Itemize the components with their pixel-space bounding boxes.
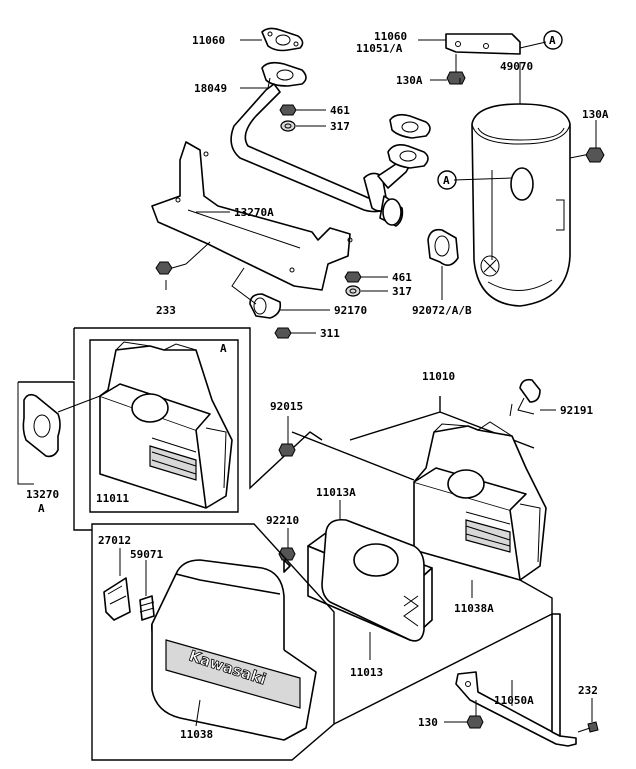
- nut-317-mid: [345, 285, 361, 297]
- label-11013: 11013: [350, 666, 383, 679]
- label-317-mid: 317: [392, 285, 412, 298]
- ref-marker-a-top: [543, 30, 563, 50]
- label-11051: 11051/A: [356, 42, 403, 55]
- clip-27012: [103, 577, 131, 621]
- label-92191: 92191: [560, 404, 593, 417]
- label-18049: 18049: [194, 82, 227, 95]
- muffler-49070: [471, 103, 571, 307]
- label-92015: 92015: [270, 400, 303, 413]
- part-labels: 11060 11060 11051/A 49070 130A 130A 1804…: [26, 30, 609, 741]
- ref-marker-a-mid: [437, 170, 457, 190]
- nut-317-top: [280, 120, 296, 132]
- nut-311: [274, 327, 292, 339]
- frame-lower: [91, 523, 553, 761]
- label-13270: 13270: [26, 488, 59, 501]
- label-130: 130: [418, 716, 438, 729]
- nut-461-top: [279, 104, 297, 116]
- bolt-130a-top: [446, 54, 466, 85]
- leader-lines-top: [165, 39, 597, 334]
- label-59071: 59071: [130, 548, 163, 561]
- leader-lines-lower: [119, 403, 513, 727]
- nut-461-mid: [344, 271, 362, 283]
- clamp-92170: [249, 293, 282, 319]
- label-a-mid: A: [443, 174, 450, 187]
- label-11010: 11010: [422, 370, 455, 383]
- label-a-box: A: [220, 342, 227, 355]
- label-232: 232: [578, 684, 598, 697]
- label-233: 233: [156, 304, 176, 317]
- spring-59071: [139, 595, 155, 621]
- label-311: 311: [320, 327, 340, 340]
- clip-92191: [517, 378, 556, 415]
- bolt-130: [444, 700, 484, 729]
- label-11050a: 11050A: [494, 694, 534, 707]
- label-a-13270: A: [38, 502, 45, 515]
- label-92210: 92210: [266, 514, 299, 527]
- cover-11038: Kawasaki: [151, 559, 317, 741]
- heat-shield-13270a: [151, 141, 353, 291]
- exhaust-pipe-18049: [230, 61, 429, 227]
- label-49070: 49070: [500, 60, 533, 73]
- gasket-13270: [17, 381, 101, 485]
- screw-232: [577, 698, 599, 733]
- label-a-top: A: [549, 34, 556, 47]
- gasket-11060-right: [389, 113, 431, 139]
- bracket-11051: [445, 33, 521, 55]
- label-13270a: 13270A: [234, 206, 274, 219]
- label-317-top: 317: [330, 120, 350, 133]
- label-27012: 27012: [98, 534, 131, 547]
- clamp-92072: [427, 228, 459, 266]
- label-130a-top: 130A: [396, 74, 423, 87]
- label-11013a: 11013A: [316, 486, 356, 499]
- label-92170: 92170: [334, 304, 367, 317]
- label-461-top: 461: [330, 104, 350, 117]
- label-11060-right: 11060: [374, 30, 407, 43]
- bolt-233: [155, 261, 187, 275]
- pre-filter-11013a: [321, 500, 425, 642]
- nut-92015: [278, 416, 296, 457]
- label-11011: 11011: [96, 492, 129, 505]
- air-cleaner-base-11010: [291, 396, 547, 581]
- label-92072: 92072/A/B: [412, 304, 472, 317]
- bolt-130a-right: [569, 147, 605, 163]
- air-cleaner-base-11011: [99, 341, 233, 509]
- frame-left: [73, 327, 323, 531]
- label-11060-top: 11060: [192, 34, 225, 47]
- bracket-11050a: [455, 613, 577, 747]
- label-11038: 11038: [180, 728, 213, 741]
- wing-nut-92210: [278, 528, 296, 573]
- gasket-11060: [261, 27, 304, 52]
- label-461-mid: 461: [392, 271, 412, 284]
- label-11038a: 11038A: [454, 602, 494, 615]
- label-130a-right: 130A: [582, 108, 609, 121]
